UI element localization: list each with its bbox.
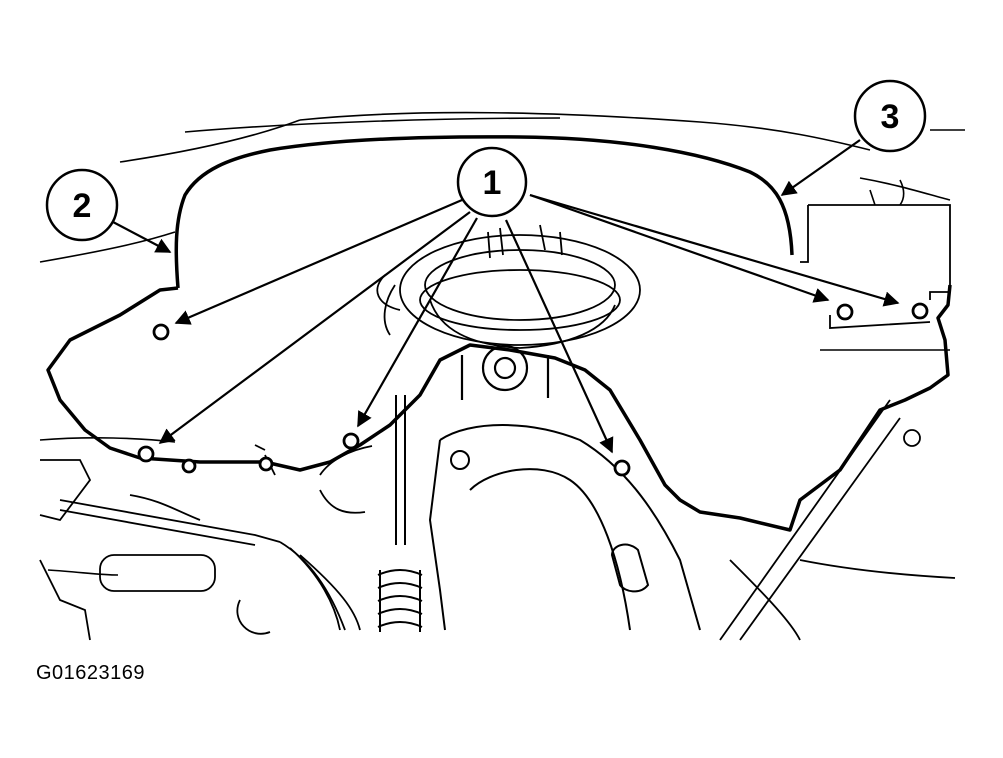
callout-1-leaders <box>158 193 900 454</box>
figure-id-label: G01623169 <box>36 662 146 684</box>
right-bracket <box>800 204 951 329</box>
callout-2-3-leaders <box>112 139 861 253</box>
bolt-8 <box>911 302 929 320</box>
callout-3: 3 <box>853 79 927 153</box>
hub <box>460 344 550 400</box>
splash-shield-outline <box>46 135 952 532</box>
bolt-2 <box>137 445 155 463</box>
rotor-assembly <box>376 224 641 349</box>
background-outlines <box>39 111 965 576</box>
bolt-7 <box>836 303 854 321</box>
bolt-4 <box>258 456 274 472</box>
bolt-1 <box>152 323 170 341</box>
callout-2-number: 2 <box>73 187 92 225</box>
callout-2: 2 <box>45 168 119 242</box>
brake-lines <box>39 444 373 641</box>
callout-1: 1 <box>456 146 528 218</box>
callout-3-number: 3 <box>881 98 900 136</box>
bolt-3 <box>181 458 197 474</box>
callout-1-number: 1 <box>483 164 502 202</box>
bolt-6 <box>613 459 631 477</box>
coil-spring <box>377 395 423 632</box>
right-frame <box>719 399 956 641</box>
knuckle <box>428 424 701 631</box>
bolt-heads <box>137 302 929 477</box>
bolt-5 <box>342 432 360 450</box>
